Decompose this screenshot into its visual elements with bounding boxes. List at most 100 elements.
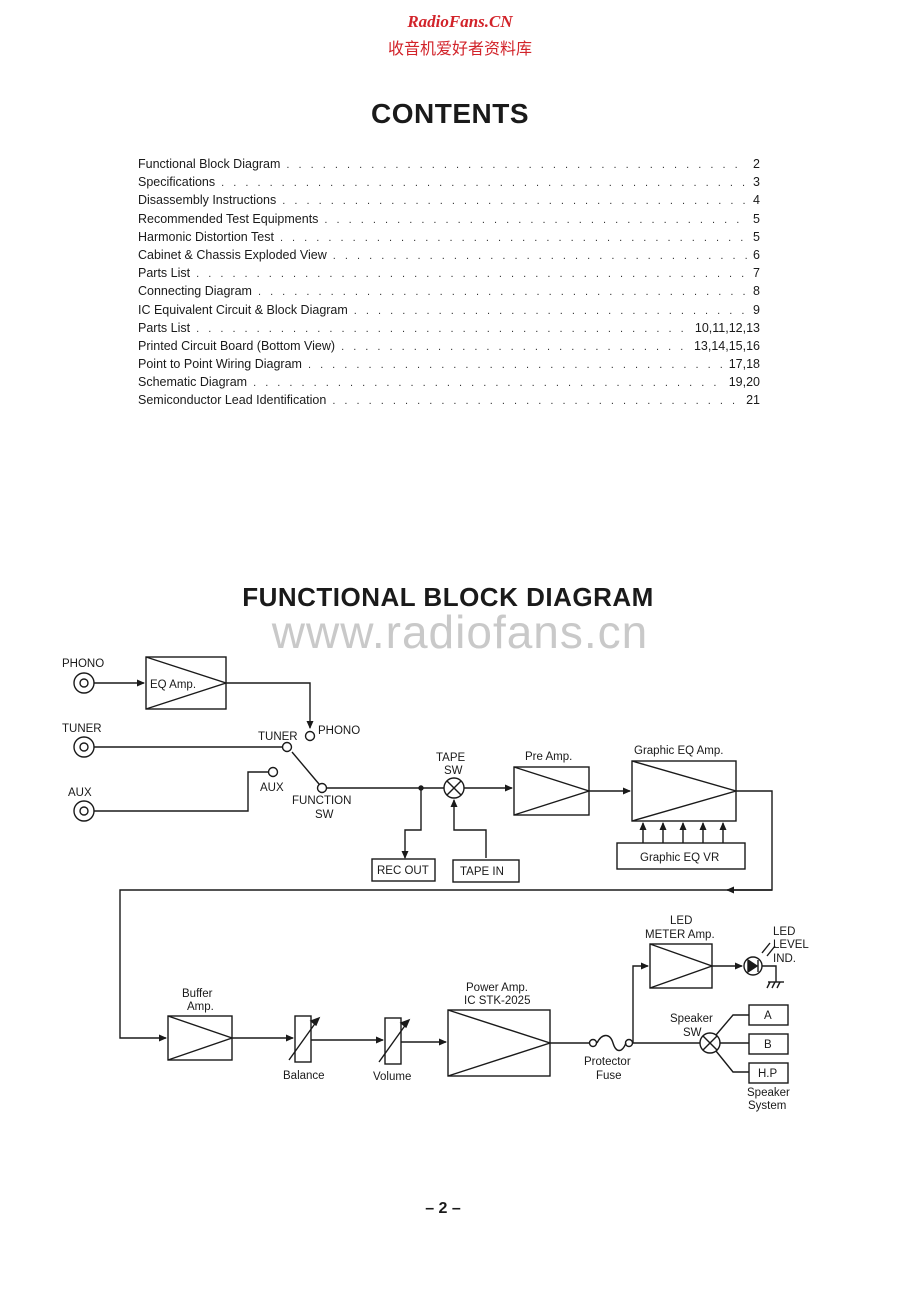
balance-label: Balance [283,1070,325,1082]
site-name-chinese: 收音机爱好者资料库 [387,39,532,58]
pre-amp-block [513,766,592,816]
led-meter-amp-block [649,943,715,989]
speaker-b-box [748,1033,789,1055]
toc-row: Semiconductor Lead Identification 21 [138,393,760,411]
led-indicator-icon [743,942,776,976]
toc-title: Connecting Diagram [138,284,252,299]
function-switch-arm [291,751,320,785]
toc-page: 8 [753,284,760,299]
toc-title: IC Equivalent Circuit & Block Diagram [138,302,348,317]
rec-out-label: REC OUT [377,865,429,877]
toc-row: Parts List 7 [138,266,760,284]
phono-jack-icon [73,672,95,694]
tape-sw-label: SW [444,765,463,777]
toc-title: Disassembly Instructions [138,193,277,208]
selector-aux-contact [267,766,279,778]
toc-page: 5 [753,229,760,244]
function-label: FUNCTION [292,795,351,807]
speaker-b-label: B [764,1039,772,1051]
toc-page: 7 [753,266,760,281]
buffer-label: Buffer [182,988,213,1000]
speaker-system-label-1: Speaker [747,1087,790,1099]
toc-title: Semiconductor Lead Identification [138,393,327,408]
toc-page: 17,18 [728,357,760,372]
protector-fuse-icon [588,1034,634,1052]
balance-control-icon [288,1015,321,1063]
led-meter-label: LED [670,915,692,927]
toc-title: Parts List [138,320,191,335]
toc-row: Functional Block Diagram 2 [138,157,760,175]
tape-in-box [452,859,520,883]
tape-label: TAPE [436,752,466,764]
toc-row: Disassembly Instructions 4 [138,193,760,211]
ground-icon [766,981,784,989]
speaker-sw-label: SW [683,1027,702,1039]
graphic-eq-arrows [639,822,727,843]
toc-row: Recommended Test Equipments5 [138,212,760,230]
selector-phono-label: PHONO [318,725,360,737]
buffer-amp-label: Amp. [187,1001,214,1013]
toc-row: Specifications 3 [138,175,760,193]
volume-label: Volume [373,1071,411,1083]
selector-aux-label: AUX [260,782,284,794]
headphone-label: H.P [758,1068,778,1080]
toc-title: Printed Circuit Board (Bottom View) [138,338,336,353]
graphic-eq-amp-block [631,760,739,822]
toc-title: Harmonic Distortion Test [138,229,274,244]
toc-title: Functional Block Diagram [138,157,281,171]
toc-title: Specifications [138,175,216,190]
led-level-ind-label-2: LEVEL [773,939,809,951]
aux-jack-icon [73,800,95,822]
graphic-eq-vr-box [616,842,746,870]
toc-row: Printed Circuit Board (Bottom View)13,14… [138,339,760,357]
speaker-system-label-2: System [748,1100,786,1112]
toc-page: 3 [753,175,760,190]
watermark: www.radiofans.cn [271,606,649,658]
speaker-a-label: A [764,1010,772,1022]
toc-page: 5 [753,211,760,226]
selector-phono-contact [304,730,316,742]
toc-page: 19,20 [728,375,760,390]
toc-page: 10,11,12,13 [694,320,760,335]
buffer-amp-block [167,1015,235,1061]
eq-amp-label: EQ Amp. [150,679,196,691]
toc-page: 9 [753,302,760,317]
aux-input-label: AUX [68,787,92,799]
protector-label: Protector [584,1056,631,1068]
rec-out-box [371,858,436,882]
toc-page: 21 [746,393,760,408]
led-level-ind-label-1: LED [773,926,795,938]
toc-title: Schematic Diagram [138,375,248,390]
toc-page: 4 [753,193,760,208]
tape-switch-icon [443,777,465,799]
power-amp-block [447,1009,553,1077]
toc-title: Point to Point Wiring Diagram [138,357,302,372]
site-name: RadioFans.CN [407,12,513,31]
power-amp-label: Power Amp. [466,982,528,994]
toc-title: Cabinet & Chassis Exploded View [138,247,327,262]
function-switch-pivot [316,782,328,794]
led-level-ind-label-3: IND. [773,953,796,965]
speaker-switch-icon [699,1032,721,1054]
toc-row: Schematic Diagram 19,20 [138,375,760,393]
pre-amp-label: Pre Amp. [525,751,572,763]
page-number: – 2 – [425,1200,461,1217]
tuner-jack-icon [73,736,95,758]
block-diagram-title: FUNCTIONAL BLOCK DIAGRAM [242,582,654,612]
toc-page: 2 [753,157,760,171]
graphic-eq-vr-label: Graphic EQ VR [640,852,719,864]
toc-page: 6 [753,247,760,262]
selector-tuner-contact [281,741,293,753]
power-ic-label: IC STK-2025 [464,995,530,1007]
toc-row: Point to Point Wiring Diagram 17,18 [138,357,760,375]
toc-row: IC Equivalent Circuit & Block Diagram 9 [138,303,760,321]
fuse-label: Fuse [596,1070,622,1082]
tape-in-label: TAPE IN [460,866,504,878]
toc-title: Parts List [138,266,191,281]
volume-control-icon [378,1017,411,1065]
speaker-a-box [748,1004,789,1026]
toc-row: Harmonic Distortion Test 5 [138,230,760,248]
toc-row: Cabinet & Chassis Exploded View 6 [138,248,760,266]
